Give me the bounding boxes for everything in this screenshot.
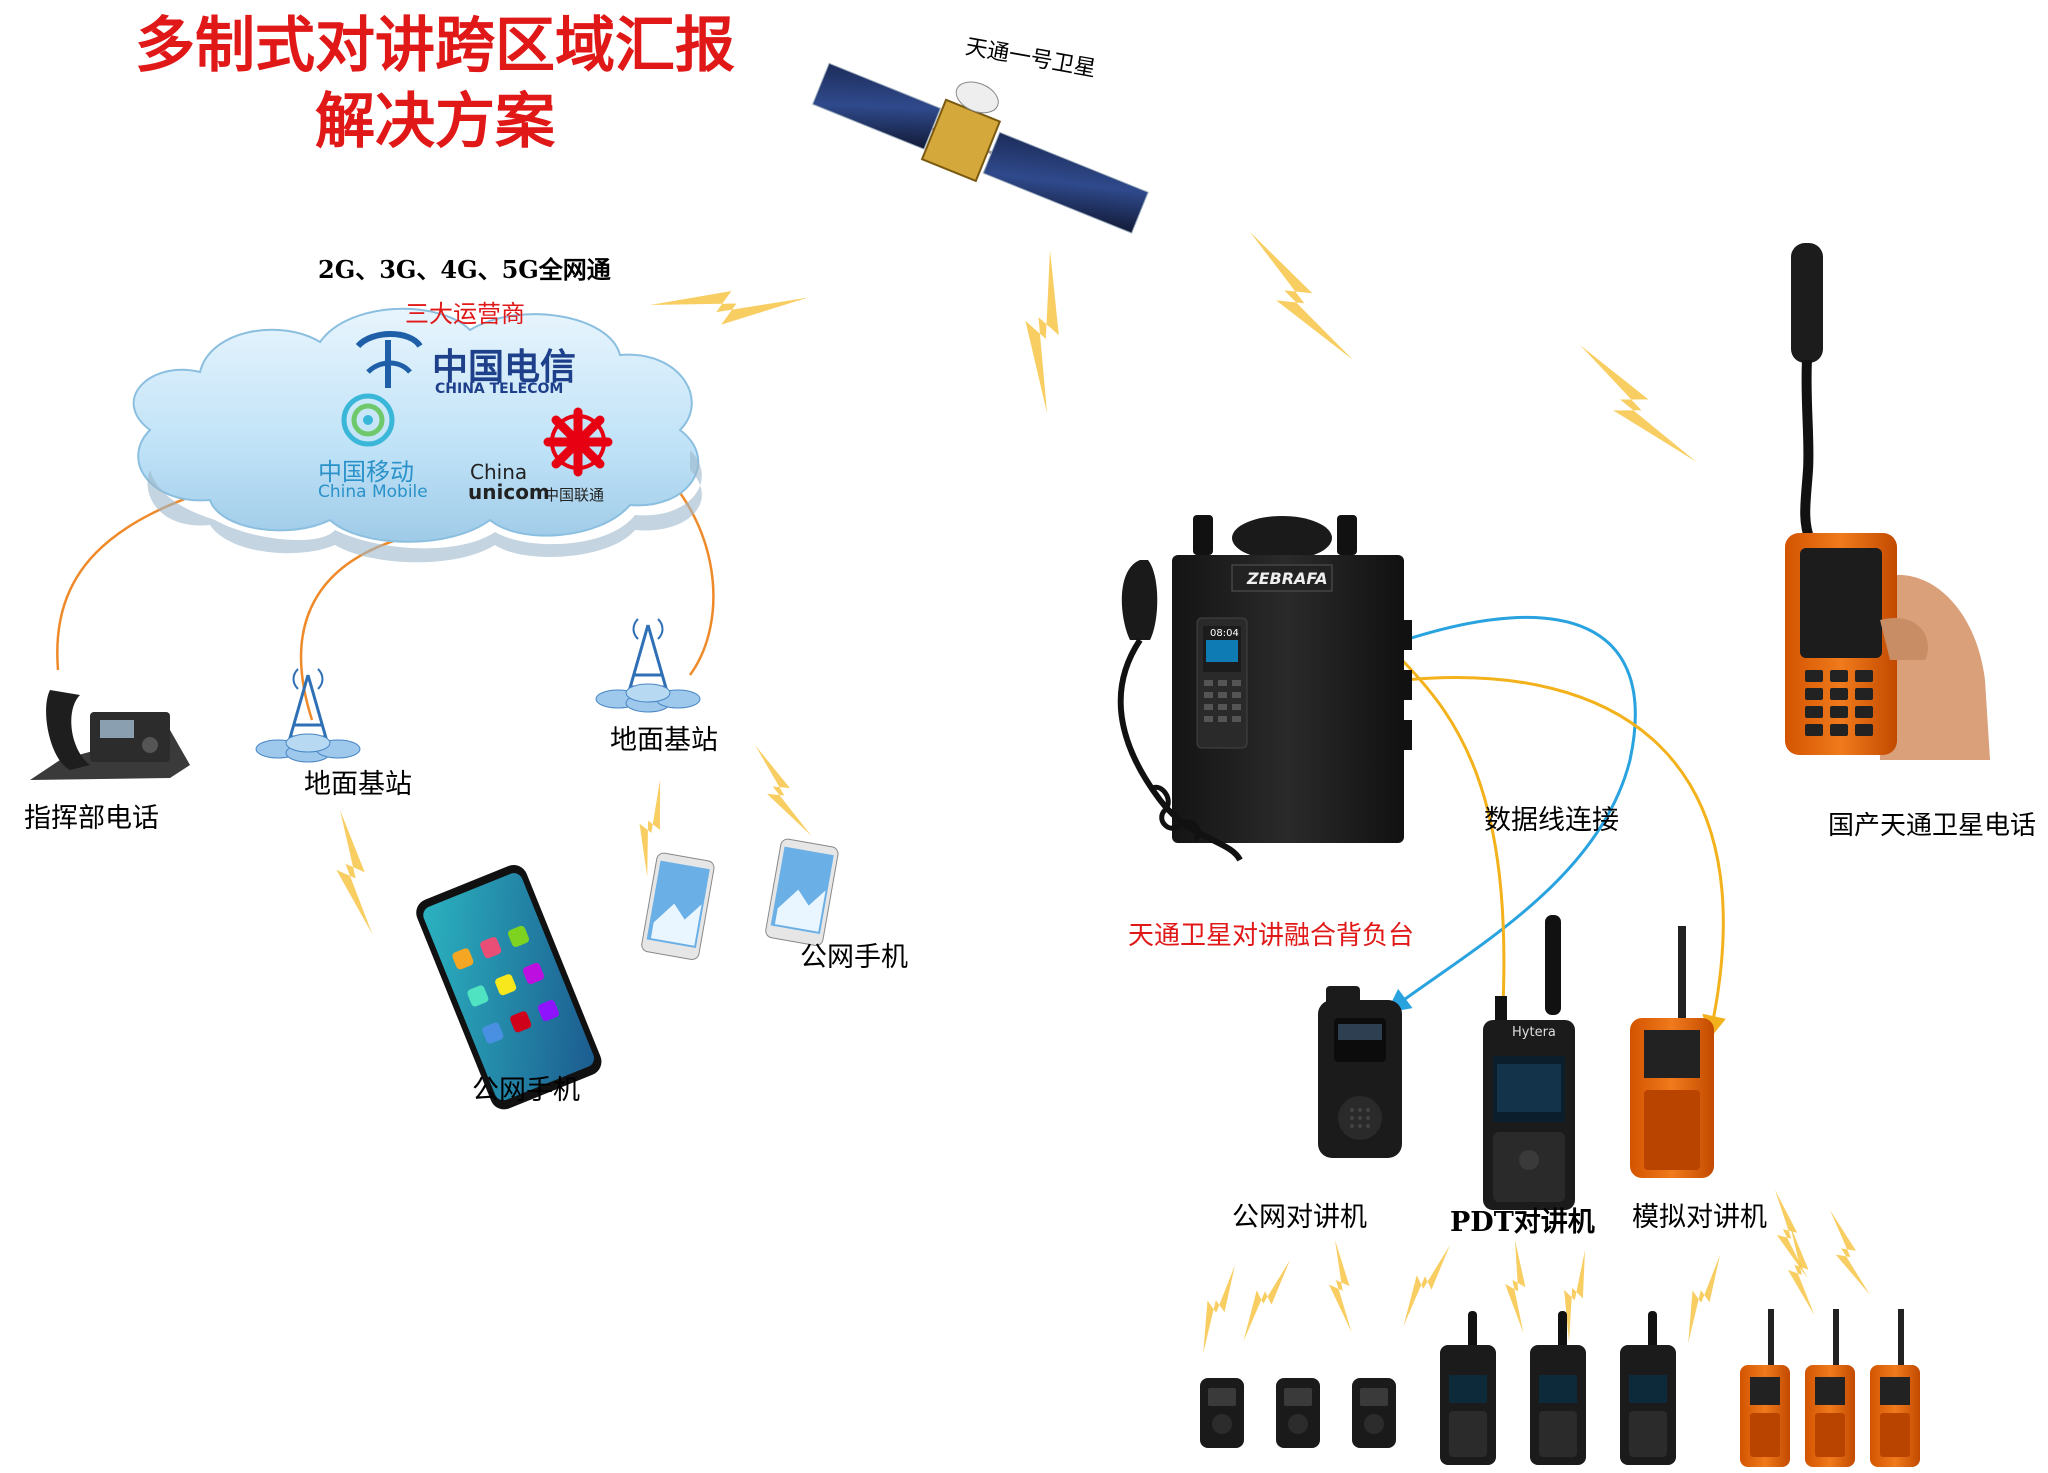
- pdt-radio-icon: [1483, 915, 1575, 1210]
- base-station-2-label: 地面基站: [610, 725, 718, 756]
- title-line-2: 解决方案: [315, 87, 555, 157]
- satellite-icon: [812, 62, 1149, 234]
- public-phone-1-label: 公网手机: [472, 1075, 580, 1106]
- telecom-en-text: CHINA TELECOM: [435, 381, 564, 397]
- china-mobile-logo-icon: [341, 393, 395, 447]
- base-station-1-label: 地面基站: [304, 769, 412, 800]
- sat-phone-label: 国产天通卫星电话: [1828, 811, 2037, 841]
- analog-radio-icon: [1630, 926, 1714, 1178]
- pdt-radio-label: PDT对讲机: [1450, 1207, 1595, 1238]
- public-radio-label: 公网对讲机: [1232, 1202, 1367, 1233]
- smartphone-small-1-icon: [641, 852, 715, 960]
- desk-phone-icon: [30, 690, 190, 780]
- diagram-title: 多制式对讲跨区域汇报 解决方案: [100, 8, 770, 160]
- base-station-2-icon: [595, 618, 701, 713]
- title-line-1: 多制式对讲跨区域汇报: [135, 11, 735, 81]
- operators-label: 三大运营商: [405, 300, 525, 328]
- backpack-screen-time: 08:04: [1210, 628, 1239, 639]
- smartphone-large-icon: [416, 865, 602, 1110]
- unicom-en2-text: unicom: [468, 480, 550, 504]
- satellite-backpack-unit-icon: [1117, 515, 1412, 862]
- network-coverage-label: 2G、3G、4G、5G全网通: [318, 255, 611, 284]
- unicom-cn-text: 中国联通: [544, 486, 605, 504]
- public-phone-2-label: 公网手机: [800, 942, 908, 973]
- china-telecom-logo-icon: [355, 331, 423, 388]
- pdt-brand-text: Hytera: [1512, 1025, 1556, 1040]
- link-cloud-to-command-phone: [56, 482, 229, 671]
- backpack-brand-text: ZEBRAFA: [1247, 569, 1328, 588]
- link-backpack-to-analog-radio: [1404, 676, 1726, 1040]
- data-link-label: 数据线连接: [1484, 805, 1619, 836]
- smartphone-small-2-icon: [765, 838, 839, 946]
- public-radio-group: [1200, 1378, 1396, 1448]
- backpack-label: 天通卫星对讲融合背负台: [1128, 921, 1415, 951]
- link-cloud-to-base-station-1: [299, 534, 411, 721]
- analog-radio-group: [1740, 1309, 1920, 1467]
- carrier-cloud: [132, 307, 702, 563]
- analog-radio-label: 模拟对讲机: [1632, 1202, 1767, 1233]
- command-phone-label: 指挥部电话: [24, 803, 159, 834]
- china-unicom-logo-icon: [543, 407, 613, 477]
- pdt-radio-group: [1440, 1311, 1676, 1465]
- telecom-cn-text: 中国电信: [432, 347, 577, 388]
- mobile-en-text: China Mobile: [318, 482, 428, 502]
- link-backpack-to-pdt-radio: [1400, 658, 1514, 1060]
- link-backpack-to-public-radio: [1386, 615, 1637, 1013]
- unicom-en1-text: China: [470, 460, 528, 484]
- public-network-radio-icon: [1318, 986, 1402, 1158]
- mobile-cn-text: 中国移动: [318, 458, 414, 486]
- satellite-phone-icon: [1785, 243, 1990, 760]
- base-station-1-icon: [255, 668, 361, 763]
